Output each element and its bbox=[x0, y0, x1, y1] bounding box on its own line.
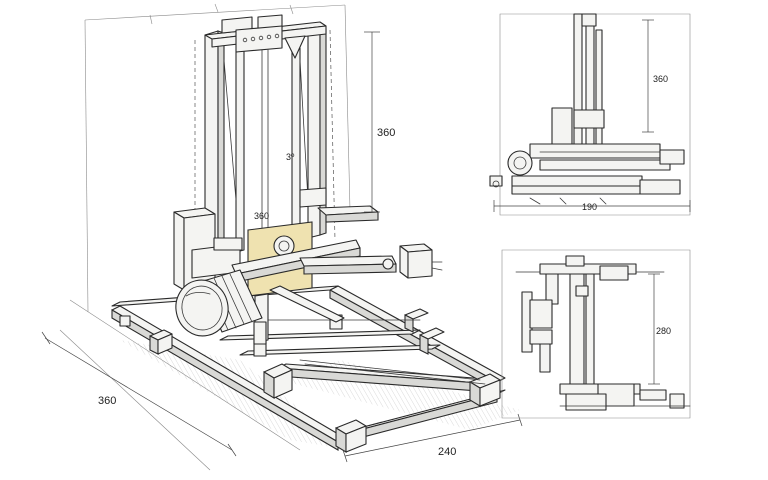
bottom-right-front-view: 280 bbox=[501, 249, 691, 419]
vertical-tower bbox=[204, 14, 327, 255]
dim-main-inner: 360 bbox=[254, 211, 269, 221]
dim-main-width: 240 bbox=[438, 446, 456, 458]
main-dimensions: 360 360 3º 360 240 bbox=[41, 31, 523, 463]
main-isometric-view: 360 360 3º 360 240 bbox=[41, 3, 523, 471]
base-frame bbox=[111, 285, 506, 453]
cylinder-motor bbox=[175, 269, 267, 345]
dim-main-small: 3º bbox=[286, 152, 295, 162]
dim-main-height: 360 bbox=[377, 127, 395, 139]
dim-bottom-height: 280 bbox=[656, 326, 671, 336]
dim-top-width: 190 bbox=[582, 202, 597, 212]
carriage-assembly bbox=[173, 205, 443, 343]
top-right-side-view: 360 190 bbox=[489, 13, 691, 216]
dim-top-height: 360 bbox=[653, 74, 668, 84]
dim-main-depth: 360 bbox=[98, 395, 116, 407]
